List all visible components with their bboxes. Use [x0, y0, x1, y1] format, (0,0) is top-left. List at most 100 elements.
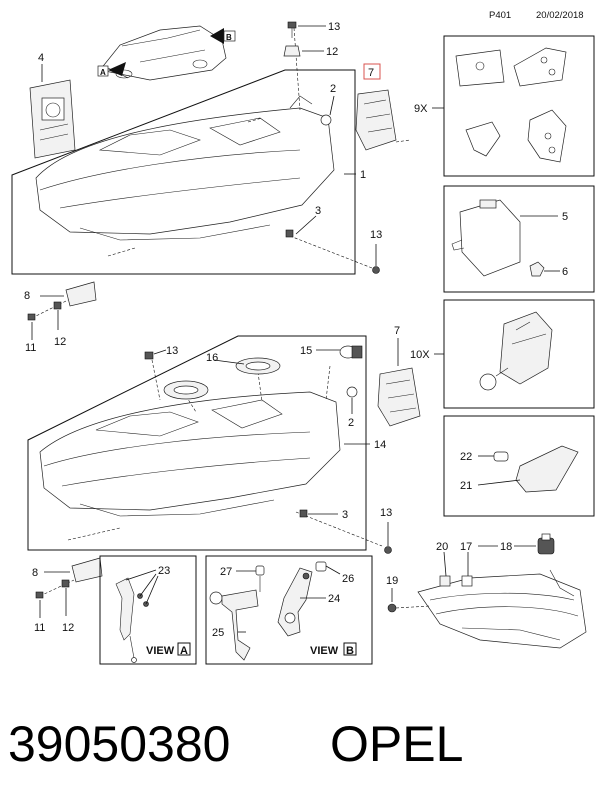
callout-2-mid: 2 [348, 417, 354, 429]
nut-13-right1 [372, 266, 380, 274]
callout-26: 26 [342, 573, 354, 585]
headlamp-frame-1 [11, 69, 356, 275]
headlamp-assembly-14 [39, 391, 341, 517]
dash-19 [395, 605, 431, 609]
headlamp-frame-14 [27, 335, 367, 551]
cap-2-mid [346, 386, 358, 398]
headlamp-assembly-1 [35, 95, 335, 241]
dash-13-top [293, 27, 301, 111]
leader-13-mid [153, 349, 167, 355]
callout-21: 21 [460, 480, 472, 492]
bulb-22 [493, 451, 509, 462]
bulb-holder-7-mid [377, 367, 421, 427]
fog-lamp-assembly [417, 569, 587, 649]
highlight-box-7 [363, 63, 381, 80]
callout-14: 14 [374, 439, 386, 451]
brand-name: OPEL [330, 716, 464, 772]
label-10x: 10X [410, 349, 430, 361]
dash-13-mid [151, 359, 161, 401]
callout-16: 16 [206, 352, 218, 364]
footer: 39050380 OPEL [8, 714, 592, 794]
panel-view-b [205, 555, 373, 665]
callout-13-right2: 13 [380, 507, 392, 519]
callout-12-bot: 12 [62, 622, 74, 634]
screw-11-bottom [35, 591, 44, 599]
connector-17 [461, 575, 473, 587]
nut-6 [529, 261, 545, 277]
panel-module-5 [443, 185, 595, 293]
dash-bolt [247, 117, 263, 123]
sensor-25 [209, 576, 261, 661]
bracket-8-bottom [71, 557, 103, 583]
leader-16 [213, 359, 245, 365]
callout-11-top: 11 [25, 342, 36, 354]
panel-side-marker [443, 415, 595, 517]
leader-23c [145, 575, 159, 605]
bulb-15 [339, 345, 363, 359]
bulb-18 [537, 533, 555, 555]
dash-16a [185, 395, 197, 413]
view-arrow-a: A [97, 62, 126, 77]
clip-27 [255, 565, 265, 576]
dash-screw-left [107, 247, 136, 257]
leader-3-top [295, 215, 317, 235]
leader-21 [477, 479, 521, 486]
callout-18: 18 [500, 541, 512, 553]
callout-13-top: 13 [328, 21, 340, 33]
view-b-label: VIEW [310, 645, 339, 657]
side-marker-21 [515, 445, 579, 493]
dash-8-top [31, 299, 69, 319]
callout-3-mid: 3 [342, 509, 348, 521]
dash-screw-mid [67, 527, 121, 541]
callout-3-top: 3 [315, 205, 321, 217]
leader-2-top [329, 95, 335, 116]
actuator-24 [277, 567, 313, 637]
callout-6: 6 [562, 266, 568, 278]
dash-16b [257, 371, 263, 403]
bracket-8-top [65, 281, 97, 307]
part-number: 39050380 [8, 716, 231, 772]
cap-2-top [320, 114, 332, 126]
panel-view-a [99, 555, 197, 665]
clip-12-top-left [53, 301, 62, 310]
svg-text:B: B [226, 33, 232, 42]
nut-19 [387, 603, 397, 613]
leader-23b [139, 573, 157, 597]
callout-27: 27 [220, 566, 232, 578]
leader-20 [443, 551, 447, 577]
dash-13-right2 [295, 511, 383, 547]
view-a-letter: A [180, 645, 188, 657]
callout-2-top: 2 [330, 83, 336, 95]
view-b-letter-box [343, 642, 357, 656]
screw-13-top [287, 21, 297, 38]
dash-13-right [289, 235, 373, 269]
callout-4: 4 [38, 52, 44, 64]
callout-24: 24 [328, 593, 340, 605]
callout-22: 22 [460, 451, 472, 463]
callout-17: 17 [460, 541, 472, 553]
screw-11-top [27, 313, 36, 321]
callout-7-mid: 7 [394, 325, 400, 337]
view-a-label: VIEW [146, 645, 175, 657]
clip-20 [439, 575, 451, 587]
motor-10x [479, 311, 553, 391]
control-module-4 [29, 79, 76, 159]
svg-text:A: A [100, 68, 106, 77]
bulb-holder-7-top [355, 89, 411, 151]
callout-5: 5 [562, 211, 568, 223]
panel-9x [443, 35, 595, 177]
dash-15 [325, 365, 331, 401]
ring-16 [163, 357, 281, 400]
callout-11-bot: 11 [34, 622, 45, 634]
callout-12-topright: 12 [326, 46, 338, 58]
callout-15: 15 [300, 345, 312, 357]
clip-26 [315, 561, 327, 572]
module-5 [451, 199, 521, 277]
view-b-letter: B [346, 645, 354, 657]
screw-3-mid [299, 509, 308, 518]
view-a-letter-box [177, 642, 191, 656]
callout-19: 19 [386, 575, 398, 587]
callout-20: 20 [436, 541, 448, 553]
leader-26 [325, 565, 341, 575]
callout-8-bot: 8 [32, 567, 38, 579]
